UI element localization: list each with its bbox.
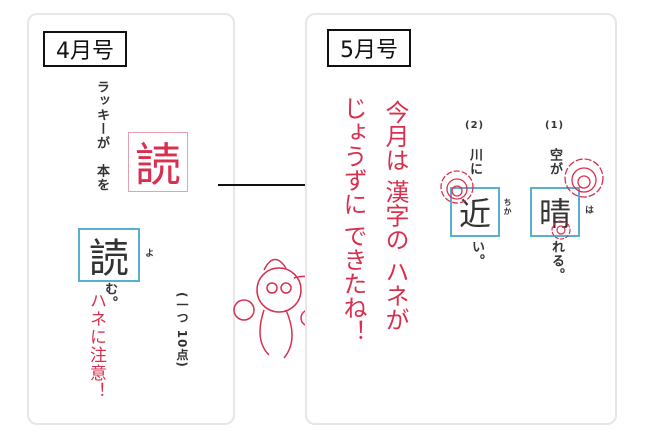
q1-box: 晴 [530,187,580,237]
april-note: ハネに注意！ [86,292,106,400]
flower-mark-icon [440,170,474,204]
model-kanji-box: 読 [128,132,188,192]
april-panel: 4月号 [27,13,235,425]
q2-after: い。 [469,240,484,268]
q2-number: (2) [465,120,485,131]
april-sentence: ラッキーが 本を [94,80,109,192]
april-points: (一つ 10点) [175,292,189,368]
answer-kanji: 読 [89,236,129,282]
flower-mark-icon [564,158,604,198]
q1-number: (1) [545,120,565,131]
q1-furigana: は [583,205,593,215]
q1-after: れる。 [549,240,564,282]
answer-box: 読 [78,228,140,282]
q2-before: 川に [467,148,482,176]
april-furigana: よ [143,248,153,258]
model-kanji: 読 [135,138,181,192]
small-flower-mark-icon [551,220,571,240]
may-label: 5月号 [327,29,411,67]
april-label: 4月号 [43,31,127,67]
q1-before: 空が [547,148,562,176]
may-panel: 5月号 [305,13,617,425]
may-comment-line2: じょうずに できたね！ [339,96,367,344]
q1-kanji: 晴 [538,195,571,233]
may-comment-line1: 今月は 漢字の ハネが [381,100,409,332]
april-ending: む。 [102,282,117,310]
q2-furigana: ちか [503,198,512,216]
